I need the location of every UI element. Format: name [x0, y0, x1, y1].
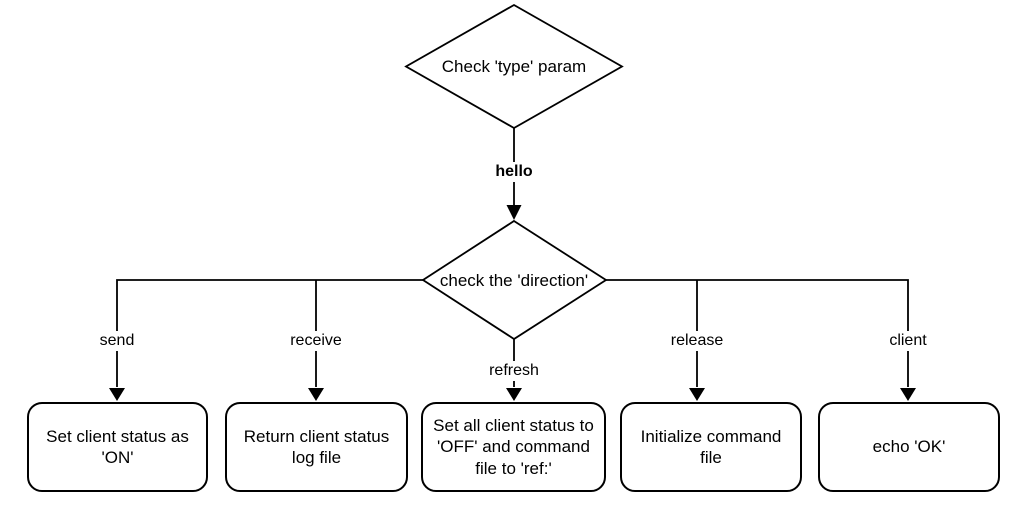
arrowhead-send [109, 388, 125, 401]
edge-client-line [606, 279, 909, 387]
process-refresh-reset: Set all client status to 'OFF' and comma… [421, 402, 606, 492]
decision-check-direction-shape [421, 219, 608, 341]
decision-check-type-label: Check 'type' param [441, 57, 587, 76]
edge-client-label: client [884, 331, 932, 351]
decision-check-type-shape [404, 3, 624, 130]
edge-receive-label: receive [285, 331, 347, 351]
edge-hello-label: hello [490, 162, 538, 182]
arrowhead-hello [506, 205, 522, 220]
process-return-status-log: Return client status log file [225, 402, 408, 492]
decision-check-direction-label: check the 'direction' [439, 271, 589, 290]
process-set-status-on: Set client status as 'ON' [27, 402, 208, 492]
edge-release-label: release [665, 331, 729, 351]
arrowhead-refresh [506, 388, 522, 401]
arrowhead-release [689, 388, 705, 401]
edge-send-line [116, 279, 423, 387]
process-echo-ok: echo 'OK' [818, 402, 1000, 492]
arrowhead-client [900, 388, 916, 401]
edge-refresh-label: refresh [484, 361, 544, 381]
edge-send-label: send [94, 331, 140, 351]
process-init-command-file: Initialize command file [620, 402, 802, 492]
arrowhead-receive [308, 388, 324, 401]
